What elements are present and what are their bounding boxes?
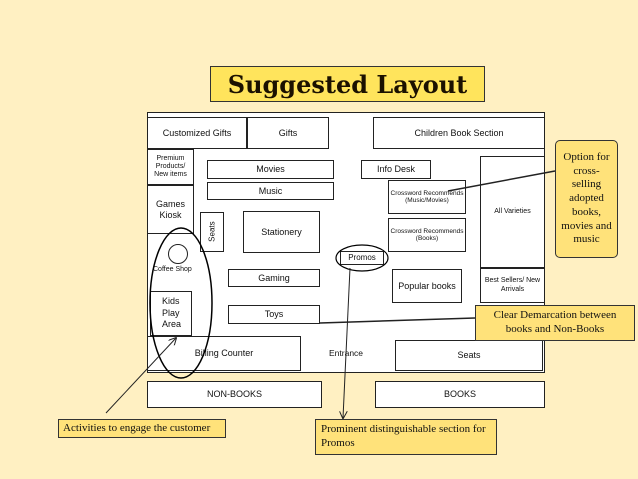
zone-coffee-shop: Coffee Shop — [153, 266, 192, 273]
callout-cross-selling: Option for cross-selling adopted books, … — [555, 140, 618, 258]
promos-arrow — [343, 267, 351, 418]
zone-toys: Toys — [228, 305, 320, 324]
zone-gaming: Gaming — [228, 269, 320, 287]
callout-demarcation: Clear Demarcation between books and Non-… — [475, 305, 635, 341]
zone-popular-books: Popular books — [392, 269, 462, 303]
zone-movies: Movies — [207, 160, 334, 179]
kids-area-highlight-ellipse — [149, 227, 213, 379]
zone-best-sellers: Best Sellers/ New Arrivals — [480, 268, 545, 303]
zone-stationery: Stationery — [243, 211, 320, 253]
zone-premium-products: Premium Products/ New items — [147, 149, 194, 185]
zone-info-desk: Info Desk — [361, 160, 431, 179]
zone-books: BOOKS — [375, 381, 545, 408]
zone-seats: Seats — [395, 340, 543, 371]
zone-children-book-section: Children Book Section — [373, 117, 545, 149]
zone-non-books: NON-BOOKS — [147, 381, 322, 408]
callout-promos-section: Prominent distinguishable section for Pr… — [315, 419, 497, 455]
coffee-shop-table-icon — [168, 244, 188, 264]
zone-crossword-music-movies: Crossword Recommends (Music/Movies) — [388, 180, 466, 214]
demarcation-pointer — [319, 317, 476, 324]
diagram-title: Suggested Layout — [210, 66, 485, 102]
zone-music: Music — [207, 182, 334, 200]
cross-selling-pointer — [447, 170, 556, 192]
zone-gifts: Gifts — [247, 117, 329, 149]
zone-customized-gifts: Customized Gifts — [147, 117, 247, 149]
zone-promos: Promos — [340, 251, 384, 265]
zone-games-kiosk: Games Kiosk — [147, 185, 194, 234]
zone-seats-vertical: Seats — [200, 212, 224, 252]
promos-highlight-ellipse — [335, 244, 389, 272]
zone-all-varieties: All Varieties — [480, 156, 545, 268]
callout-activities: Activities to engage the customer — [58, 419, 226, 438]
zone-crossword-books: Crossword Recommends (Books) — [388, 218, 466, 252]
activities-arrow — [105, 338, 176, 414]
